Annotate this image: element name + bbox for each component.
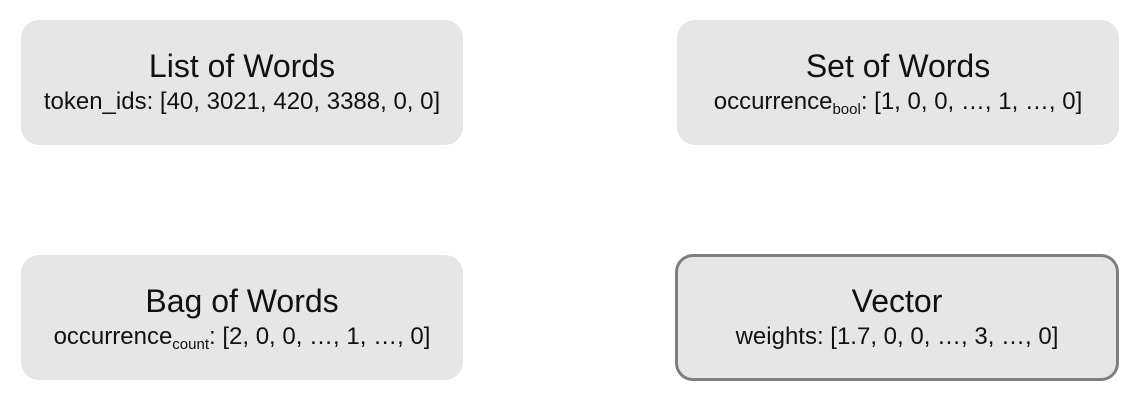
representation-label: weights: [735, 322, 817, 350]
representation-value: : [2, 0, 0, …, 1, …, 0]: [209, 322, 431, 350]
representation-subscript: count: [172, 335, 209, 353]
representation-value: : [1, 0, 0, …, 1, …, 0]: [860, 87, 1083, 115]
set-of-words-card: Set of Words occurrencebool: [1, 0, 0, ……: [677, 20, 1119, 145]
representation-label: token_ids: [43, 87, 147, 115]
card-title: List of Words: [148, 47, 336, 84]
representation-value: : [1.7, 0, 0, …, 3, …, 0]: [816, 322, 1059, 350]
representation-subscript: bool: [832, 100, 861, 118]
card-representation: occurrencecount: [2, 0, 0, …, 1, …, 0]: [54, 322, 431, 352]
bag-of-words-card: Bag of Words occurrencecount: [2, 0, 0, …: [21, 255, 463, 380]
card-representation: weights: [1.7, 0, 0, …, 3, …, 0]: [736, 322, 1059, 352]
representation-value: : [40, 3021, 420, 3388, 0, 0]: [146, 87, 441, 115]
card-representation: token_ids: [40, 3021, 420, 3388, 0, 0]: [44, 87, 440, 117]
vector-card: Vector weights: [1.7, 0, 0, …, 3, …, 0]: [675, 254, 1119, 381]
card-title: Set of Words: [805, 47, 991, 84]
representation-label: occurrence: [713, 87, 833, 115]
card-title: Bag of Words: [145, 282, 339, 319]
card-representation: occurrencebool: [1, 0, 0, …, 1, …, 0]: [714, 87, 1083, 117]
card-title: Vector: [851, 282, 943, 319]
list-of-words-card: List of Words token_ids: [40, 3021, 420,…: [21, 20, 463, 145]
representation-label: occurrence: [53, 322, 173, 350]
